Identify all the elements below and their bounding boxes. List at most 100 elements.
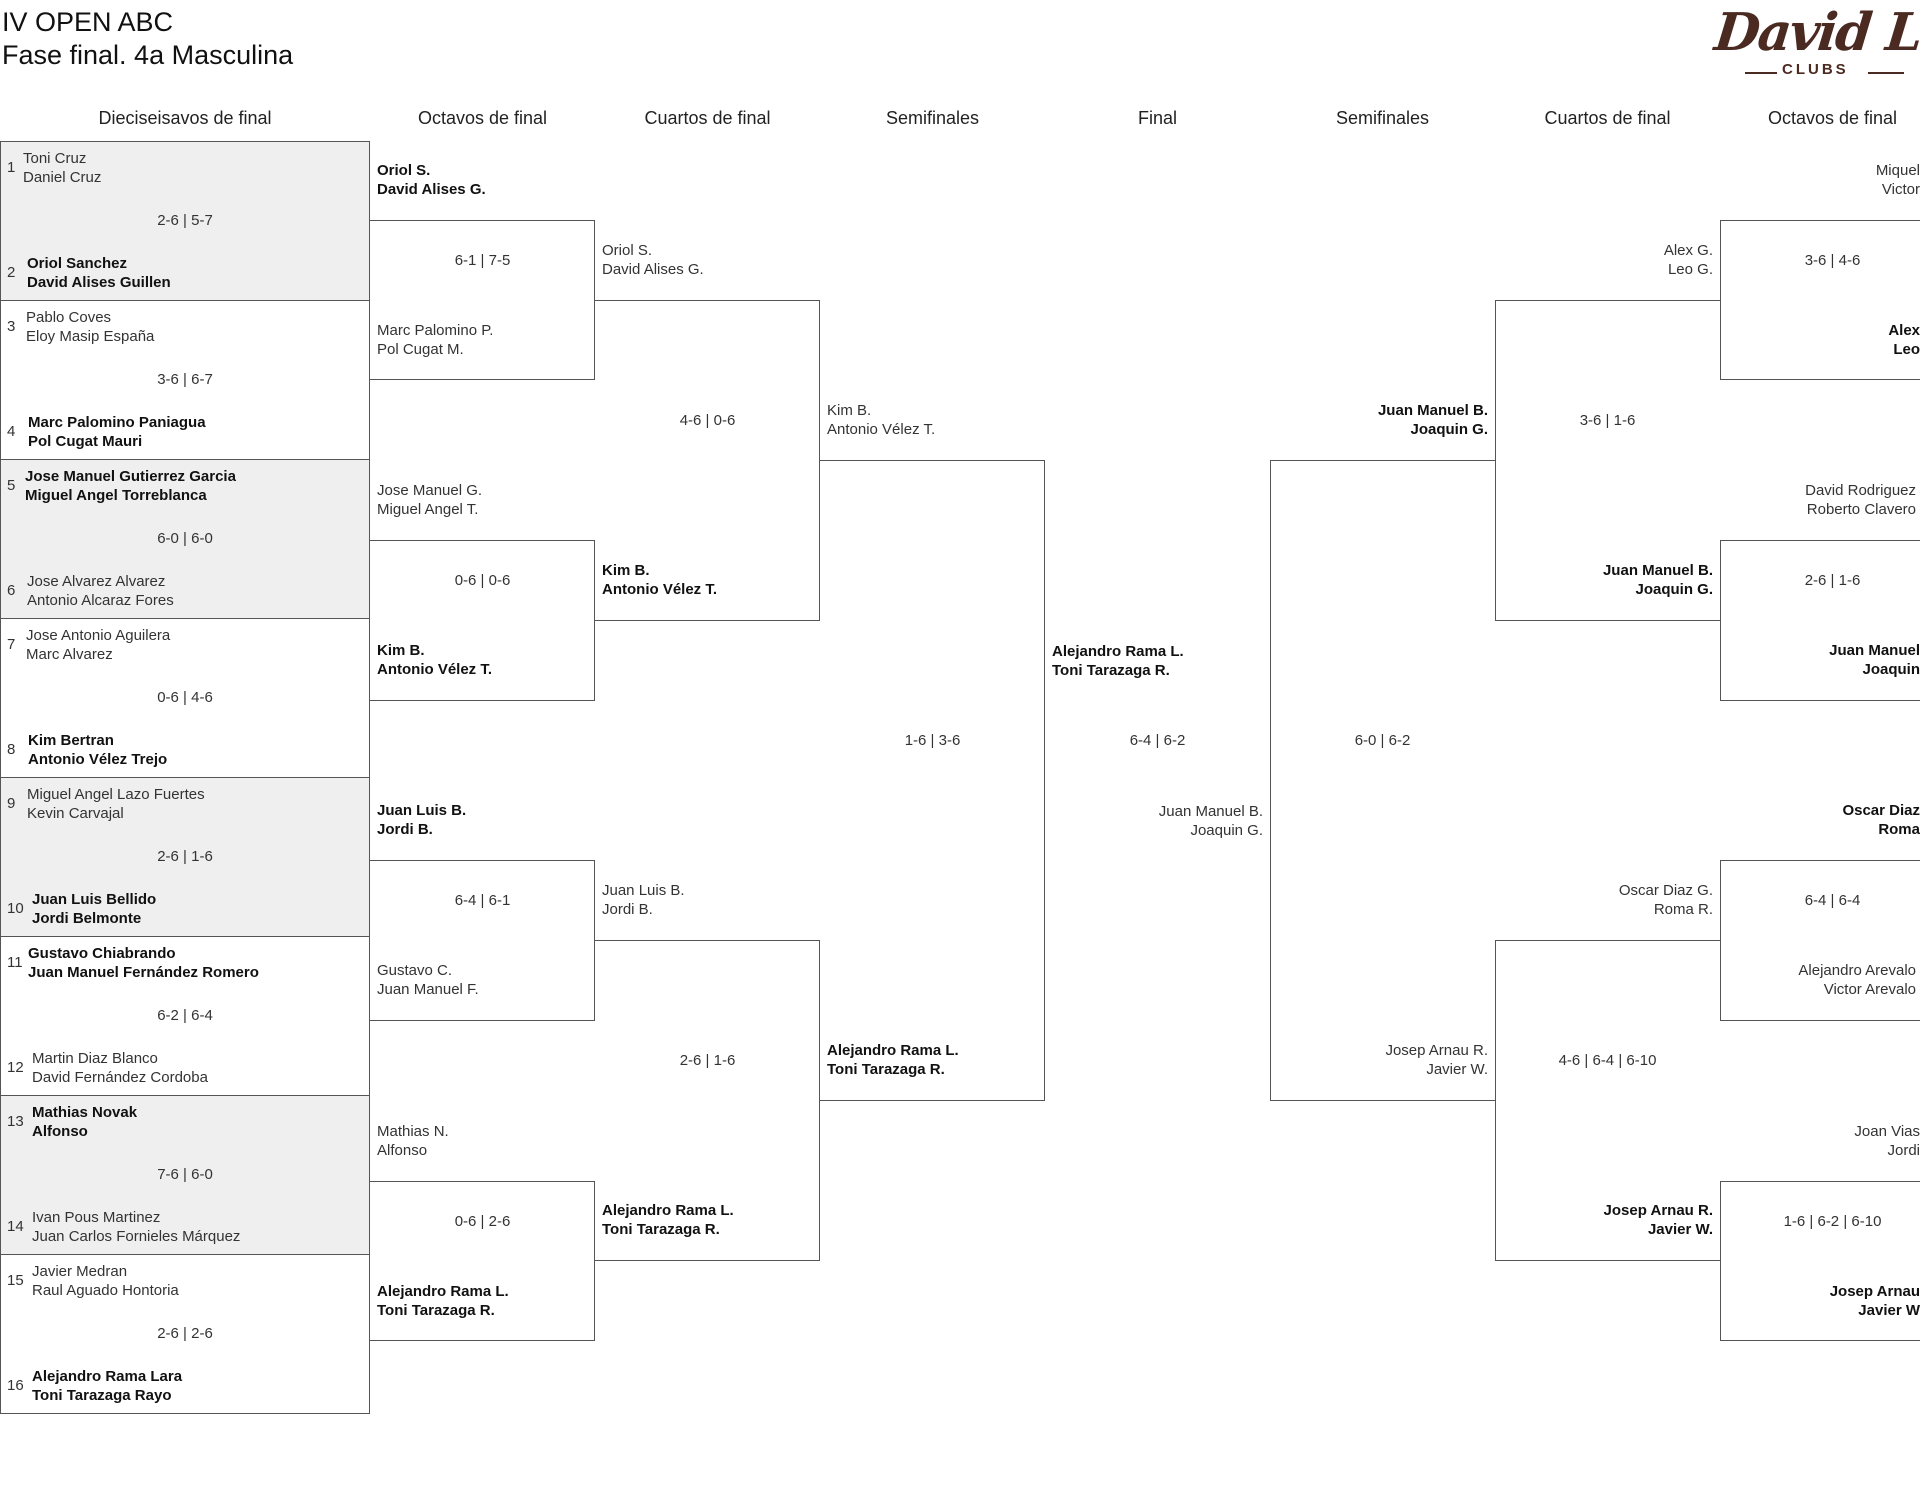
player-name: Pablo Coves bbox=[26, 309, 112, 326]
winner-name: Jose Manuel Gutierrez Garcia bbox=[25, 468, 236, 485]
seed-number: 12 bbox=[7, 1059, 24, 1076]
bracket-connector-semi-left bbox=[820, 460, 1045, 1101]
winner-name: David Alises Guillen bbox=[27, 274, 171, 291]
player-name: Raul Aguado Hontoria bbox=[32, 1282, 179, 1299]
match-box-dieciseisavos-1 bbox=[0, 141, 370, 301]
player-name: David Rodriguez bbox=[1805, 482, 1916, 499]
bracket-connector-octavos-left-4 bbox=[370, 1181, 595, 1341]
player-name: Victor Arevalo bbox=[1823, 981, 1916, 998]
winner-name: David Alises G. bbox=[377, 181, 486, 198]
winner-name: Kim B. bbox=[602, 562, 650, 579]
bracket-connector-cuartos-left-1 bbox=[595, 300, 820, 621]
winner-name: Joaquin G. bbox=[1410, 421, 1488, 438]
player-name: David Fernández Cordoba bbox=[32, 1069, 208, 1086]
column-header-final: Final bbox=[1137, 108, 1177, 128]
match-box-dieciseisavos-3 bbox=[0, 459, 370, 619]
match-score: 3-6 | 4-6 bbox=[1804, 252, 1861, 269]
logo-rule-right bbox=[1868, 72, 1904, 74]
column-header-cuartos-right: Cuartos de final bbox=[1544, 108, 1671, 128]
winner-name: Antonio Vélez T. bbox=[602, 581, 718, 598]
bracket-connector-octavos-left-3 bbox=[370, 860, 595, 1021]
seed-number: 5 bbox=[7, 477, 16, 494]
match-score: 6-2 | 6-4 bbox=[157, 1007, 213, 1024]
seed-number: 9 bbox=[7, 795, 16, 812]
player-name: Roberto Clavero bbox=[1806, 501, 1916, 518]
winner-name: Juan Luis B. bbox=[377, 802, 467, 819]
player-name: Josep Arnau R. bbox=[1385, 1042, 1488, 1059]
bracket-connector-octavos-left-1 bbox=[370, 220, 595, 380]
winner-name: Javier W. bbox=[1647, 1221, 1713, 1238]
match-score: 2-6 | 1-6 bbox=[679, 1052, 736, 1069]
winner-name: Alejandro Rama L. bbox=[377, 1283, 509, 1300]
winner-name: Marc Palomino Paniagua bbox=[28, 414, 206, 431]
finalist-name: Joaquin G. bbox=[1190, 822, 1263, 839]
winner-name: Juan Luis Bellido bbox=[32, 891, 157, 908]
winner-name: Toni Tarazaga R. bbox=[827, 1061, 945, 1078]
column-header-dieciseisavos: Dieciseisavos de final bbox=[98, 108, 272, 128]
match-score: 6-4 | 6-1 bbox=[454, 892, 511, 909]
bracket-connector-cuartos-right-1 bbox=[1495, 300, 1720, 621]
winner-name: Toni Tarazaga R. bbox=[377, 1302, 495, 1319]
seed-number: 1 bbox=[7, 159, 16, 176]
winner-name: Leo bbox=[1893, 341, 1920, 358]
player-name: Jordi B. bbox=[602, 901, 653, 918]
player-name: Alex G. bbox=[1663, 242, 1713, 259]
player-name: Daniel Cruz bbox=[23, 169, 102, 186]
player-name: Roma R. bbox=[1653, 901, 1713, 918]
player-name: Toni Cruz bbox=[23, 150, 87, 167]
match-score: 2-6 | 1-6 bbox=[157, 848, 213, 865]
player-name: Ivan Pous Martinez bbox=[32, 1209, 161, 1226]
seed-number: 4 bbox=[7, 423, 16, 440]
player-name: Leo G. bbox=[1667, 261, 1713, 278]
bracket-connector-cuartos-left-2 bbox=[595, 940, 820, 1261]
player-name: Kim B. bbox=[827, 402, 872, 419]
seed-number: 8 bbox=[7, 741, 16, 758]
match-score: 6-1 | 7-5 bbox=[454, 252, 511, 269]
match-score: 1-6 | 6-2 | 6-10 bbox=[1783, 1213, 1882, 1230]
player-name: Juan Luis B. bbox=[602, 882, 685, 899]
winner-name: Juan Manuel bbox=[1829, 642, 1920, 659]
player-name: Jordi bbox=[1887, 1142, 1920, 1159]
bracket-connector-octavos-left-2 bbox=[370, 540, 595, 701]
winner-name: Kim B. bbox=[377, 642, 425, 659]
winner-name: Juan Manuel B. bbox=[1602, 562, 1713, 579]
winner-name: Oscar Diaz bbox=[1842, 802, 1920, 819]
winner-name: Roma bbox=[1878, 821, 1920, 838]
player-name: Javier Medran bbox=[32, 1263, 128, 1280]
match-score: 0-6 | 2-6 bbox=[454, 1213, 511, 1230]
david-lloyd-logo: David Lloyd bbox=[1711, 2, 1920, 63]
player-name: Kevin Carvajal bbox=[27, 805, 124, 822]
winner-name: Kim Bertran bbox=[28, 732, 114, 749]
winner-name: Alfonso bbox=[32, 1123, 88, 1140]
match-score: 6-4 | 6-4 bbox=[1804, 892, 1861, 909]
player-name: Jose Antonio Aguilera bbox=[26, 627, 171, 644]
finalist-name: Juan Manuel B. bbox=[1158, 803, 1263, 820]
winner-name: Antonio Vélez Trejo bbox=[28, 751, 168, 768]
player-name: Javier W. bbox=[1426, 1061, 1488, 1078]
winner-name: Alejandro Rama L. bbox=[602, 1202, 734, 1219]
match-score: 7-6 | 6-0 bbox=[157, 1166, 213, 1183]
winner-name: Antonio Vélez T. bbox=[377, 661, 493, 678]
player-name: Juan Manuel F. bbox=[377, 981, 479, 998]
winner-name: Alejandro Rama Lara bbox=[32, 1368, 183, 1385]
final-score: 6-4 | 6-2 bbox=[1129, 732, 1186, 749]
winner-name: Juan Manuel B. bbox=[1377, 402, 1488, 419]
match-box-dieciseisavos-8 bbox=[0, 1254, 370, 1414]
match-score: 2-6 | 2-6 bbox=[157, 1325, 213, 1342]
player-name: Alejandro Arevalo bbox=[1798, 962, 1916, 979]
player-name: Antonio Alcaraz Fores bbox=[27, 592, 174, 609]
champion-name: Toni Tarazaga R. bbox=[1052, 662, 1170, 679]
match-score: 0-6 | 4-6 bbox=[157, 689, 213, 706]
seed-number: 13 bbox=[7, 1113, 24, 1130]
column-header-cuartos-left: Cuartos de final bbox=[644, 108, 771, 128]
player-name: Jose Manuel G. bbox=[377, 482, 483, 499]
seed-number: 10 bbox=[7, 900, 24, 917]
match-score: 4-6 | 0-6 bbox=[679, 412, 736, 429]
bracket-connector-octavos-right-2 bbox=[1720, 540, 1920, 701]
winner-name: Jordi B. bbox=[377, 821, 433, 838]
winner-name: Josep Arnau R. bbox=[1603, 1202, 1713, 1219]
player-name: Juan Carlos Fornieles Márquez bbox=[32, 1228, 241, 1245]
match-score: 3-6 | 6-7 bbox=[157, 371, 213, 388]
player-name: Marc Palomino P. bbox=[377, 322, 494, 339]
column-header-semis-left: Semifinales bbox=[885, 108, 980, 128]
